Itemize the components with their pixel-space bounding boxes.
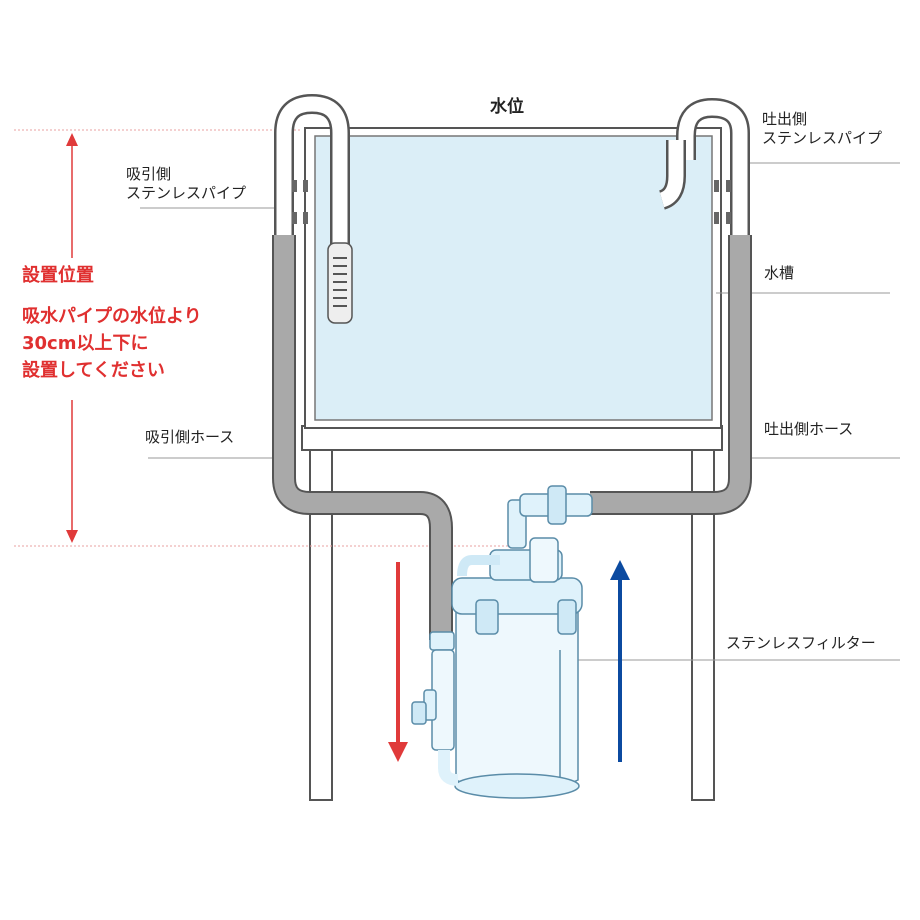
outlet-hose bbox=[590, 235, 752, 515]
discharge-flow-arrow bbox=[610, 560, 630, 762]
aquarium-tank bbox=[304, 127, 722, 429]
inlet-hose bbox=[272, 235, 453, 640]
water-level-label: 水位 bbox=[490, 97, 524, 117]
inlet-pipe-label-line1: 吸引側 bbox=[126, 165, 172, 183]
filter-label: ステンレスフィルター bbox=[726, 634, 876, 652]
outlet-hose-label: 吐出側ホース bbox=[764, 420, 854, 438]
suction-flow-arrow bbox=[388, 562, 408, 762]
inlet-pipe-label-line2: ステンレスパイプ bbox=[126, 184, 247, 202]
installation-note: 設置位置 吸水パイプの水位より 30cm以上下に 設置してください bbox=[22, 262, 202, 384]
installation-note-line2: 30cm以上下に bbox=[22, 333, 149, 354]
outlet-pipe-label: 吐出側 ステンレスパイプ bbox=[762, 110, 882, 148]
outlet-stainless-pipe bbox=[658, 97, 750, 235]
inlet-hose-label: 吸引側ホース bbox=[145, 428, 235, 446]
installation-note-line1: 吸水パイプの水位より bbox=[22, 306, 202, 327]
installation-note-heading: 設置位置 bbox=[22, 265, 94, 286]
outlet-pipe-label-line2: ステンレスパイプ bbox=[762, 129, 883, 147]
height-dimension-arrow bbox=[66, 133, 78, 543]
stand bbox=[301, 425, 723, 801]
installation-note-line3: 設置してください bbox=[22, 360, 165, 381]
outlet-pipe-label-line1: 吐出側 bbox=[762, 110, 808, 128]
stainless-filter bbox=[411, 485, 593, 799]
inlet-pipe-label: 吸引側 ステンレスパイプ bbox=[126, 165, 246, 203]
tank-label: 水槽 bbox=[764, 264, 795, 282]
inlet-stainless-pipe bbox=[274, 93, 353, 324]
